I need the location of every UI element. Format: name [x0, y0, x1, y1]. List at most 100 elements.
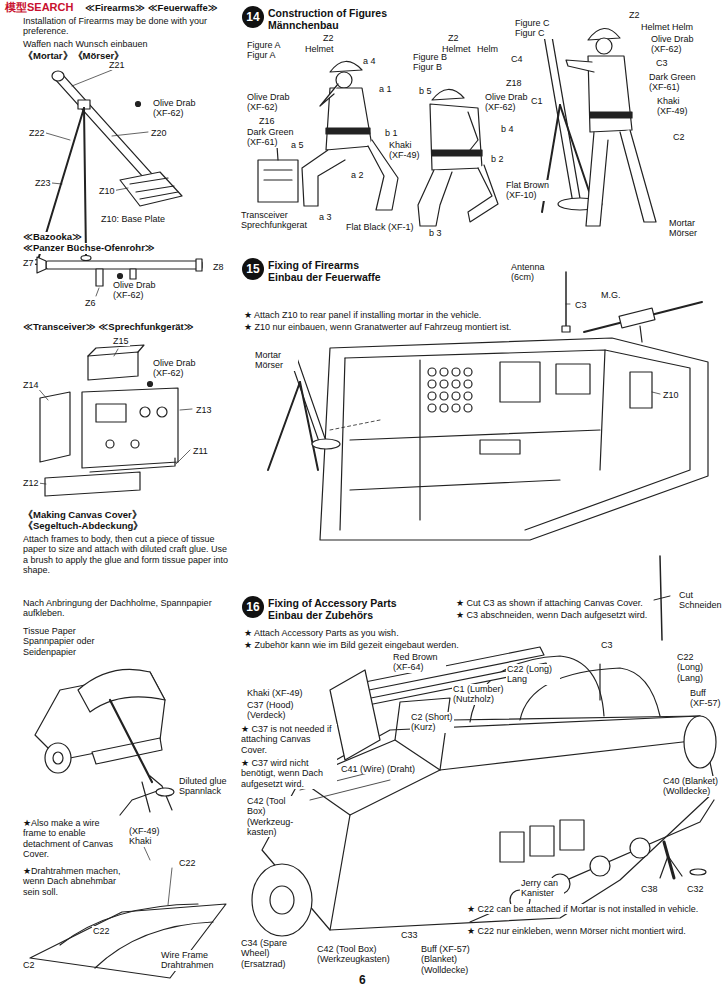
vehicle-drawing	[584, 302, 702, 332]
illustration	[30, 28, 716, 978]
step-number: 14	[246, 11, 259, 23]
part-label: C42 (Tool Box) (Werkzeugkasten)	[316, 944, 398, 965]
vehicle-drawing	[268, 382, 300, 470]
part-label: ★ C22 nur einkleben, wenn Mörser nicht m…	[466, 926, 687, 936]
vehicle-drawing	[590, 856, 610, 876]
part-label: Z15	[112, 336, 130, 346]
vehicle-drawing	[654, 596, 670, 600]
vehicle-drawing	[312, 439, 340, 449]
part-label: Z10	[662, 390, 680, 400]
part-label: C41 (Wire) (Draht)	[340, 764, 416, 774]
vehicle-drawing	[599, 664, 600, 700]
part-label: C3	[574, 300, 588, 310]
part-label: Helmet	[304, 44, 335, 54]
vehicle-drawing	[452, 404, 460, 412]
vehicle-drawing	[440, 380, 448, 388]
part-label: Z2	[322, 33, 335, 43]
vehicle-drawing	[684, 716, 716, 768]
part-label: C3	[600, 640, 614, 650]
vehicle-drawing	[428, 392, 436, 400]
figure-drawing	[320, 84, 338, 106]
part-label: Figure C Figur C	[514, 18, 556, 39]
step-badge: 14Construction of FiguresMännchenbau	[242, 6, 264, 28]
step-circle: 14	[242, 6, 264, 28]
vehicle-drawing	[464, 368, 472, 376]
vehicle-drawing	[330, 420, 380, 430]
transceiver-drawing	[45, 472, 140, 496]
transceiver-drawing	[96, 404, 126, 422]
part-label: a 3	[318, 212, 333, 222]
part-label: Mortar Mörser	[254, 350, 298, 371]
part-label: Wire Frame Drahtrahmen	[160, 950, 227, 971]
step-heading: Fixing of Accessory PartsEinbau der Zube…	[268, 597, 397, 621]
part-label: C2	[672, 132, 686, 142]
part-label: Helmet Helm	[640, 22, 694, 32]
step-number: 15	[246, 263, 259, 275]
canvas-cover-drawing	[110, 700, 152, 782]
bazooka-drawing	[196, 259, 202, 271]
part-label: C3	[655, 58, 669, 68]
canvas-cover-drawing	[35, 669, 174, 815]
wire-frame-drawing	[140, 838, 172, 905]
mortar-drawing	[81, 256, 91, 261]
vehicle-drawing	[452, 392, 460, 400]
transceiver-drawing	[88, 352, 138, 380]
vehicle-drawing	[640, 326, 642, 342]
vehicle-drawing	[500, 832, 524, 862]
mortar-drawing	[52, 71, 64, 81]
canvas-cover-drawing	[45, 743, 71, 773]
section-heading: ≪Transceiver≫ ≪Sprechfunkgerät≫	[22, 322, 195, 333]
part-label: C22 (Long) Lang	[506, 664, 560, 685]
vehicle-drawing	[440, 368, 448, 376]
transceiver-drawing	[140, 407, 150, 417]
step-title: Einbau der Zubehörs	[268, 609, 397, 621]
figure-drawing	[596, 38, 612, 54]
part-label: Installation of Firearms may be done wit…	[22, 16, 229, 37]
part-label: C34 (Spare Wheel) (Ersatzrad)	[240, 938, 312, 969]
step-circle: 16	[242, 596, 264, 618]
figure-drawing	[566, 60, 594, 72]
vehicle-drawing	[340, 350, 605, 530]
part-label: Olive Drab (XF-62)	[112, 280, 174, 301]
figure-drawing	[430, 104, 482, 170]
vehicle-drawing	[566, 304, 570, 305]
part-label: b 5	[418, 86, 433, 96]
part-label: Z2	[447, 33, 460, 43]
part-label: Khaki (XF-49)	[246, 688, 304, 698]
part-label: Olive Drab (XF-62)	[246, 92, 298, 113]
part-label: Diluted glue Spannlack	[178, 776, 232, 797]
mortar-drawing	[120, 172, 182, 206]
vehicle-drawing	[300, 382, 318, 470]
vehicle-drawing	[630, 838, 650, 858]
part-label: Dark Green (XF-61)	[648, 72, 710, 93]
vehicle-drawing	[619, 308, 655, 328]
step-title: Fixing of Accessory Parts	[268, 597, 397, 609]
vehicle-drawing	[440, 392, 448, 400]
vehicle-drawing	[330, 670, 380, 760]
part-label: C32	[686, 884, 705, 894]
step-title: Männchenbau	[268, 19, 387, 31]
part-label: Tissue Paper Spannpapier oder Seidenpapi…	[22, 626, 109, 657]
part-label: ★ Zubehör kann wie im Bild gezeit eingeb…	[243, 640, 460, 650]
part-label: Z6	[84, 298, 97, 308]
part-label: Khaki (XF-49)	[656, 96, 698, 117]
transceiver-drawing	[88, 345, 144, 356]
vehicle-drawing	[652, 392, 660, 394]
figure-drawing	[326, 128, 370, 134]
part-label: Red Brown (XF-64)	[392, 652, 446, 673]
bazooka-drawing	[118, 274, 123, 279]
vehicle-drawing	[464, 404, 472, 412]
bazooka-drawing	[96, 288, 99, 296]
bazooka-drawing	[96, 269, 103, 286]
figure-drawing	[418, 170, 452, 226]
part-label: Waffen nach Wunsch einbauen	[22, 39, 148, 49]
part-label: Flat Brown (XF-10)	[505, 180, 559, 201]
mortar-drawing	[58, 76, 148, 176]
part-label: M.G.	[600, 290, 622, 300]
figure-drawing	[330, 61, 362, 72]
bazooka-drawing	[46, 261, 202, 269]
transceiver-drawing	[157, 407, 167, 417]
vehicle-drawing	[690, 869, 706, 875]
part-label: Figure B Figur B	[412, 52, 454, 73]
